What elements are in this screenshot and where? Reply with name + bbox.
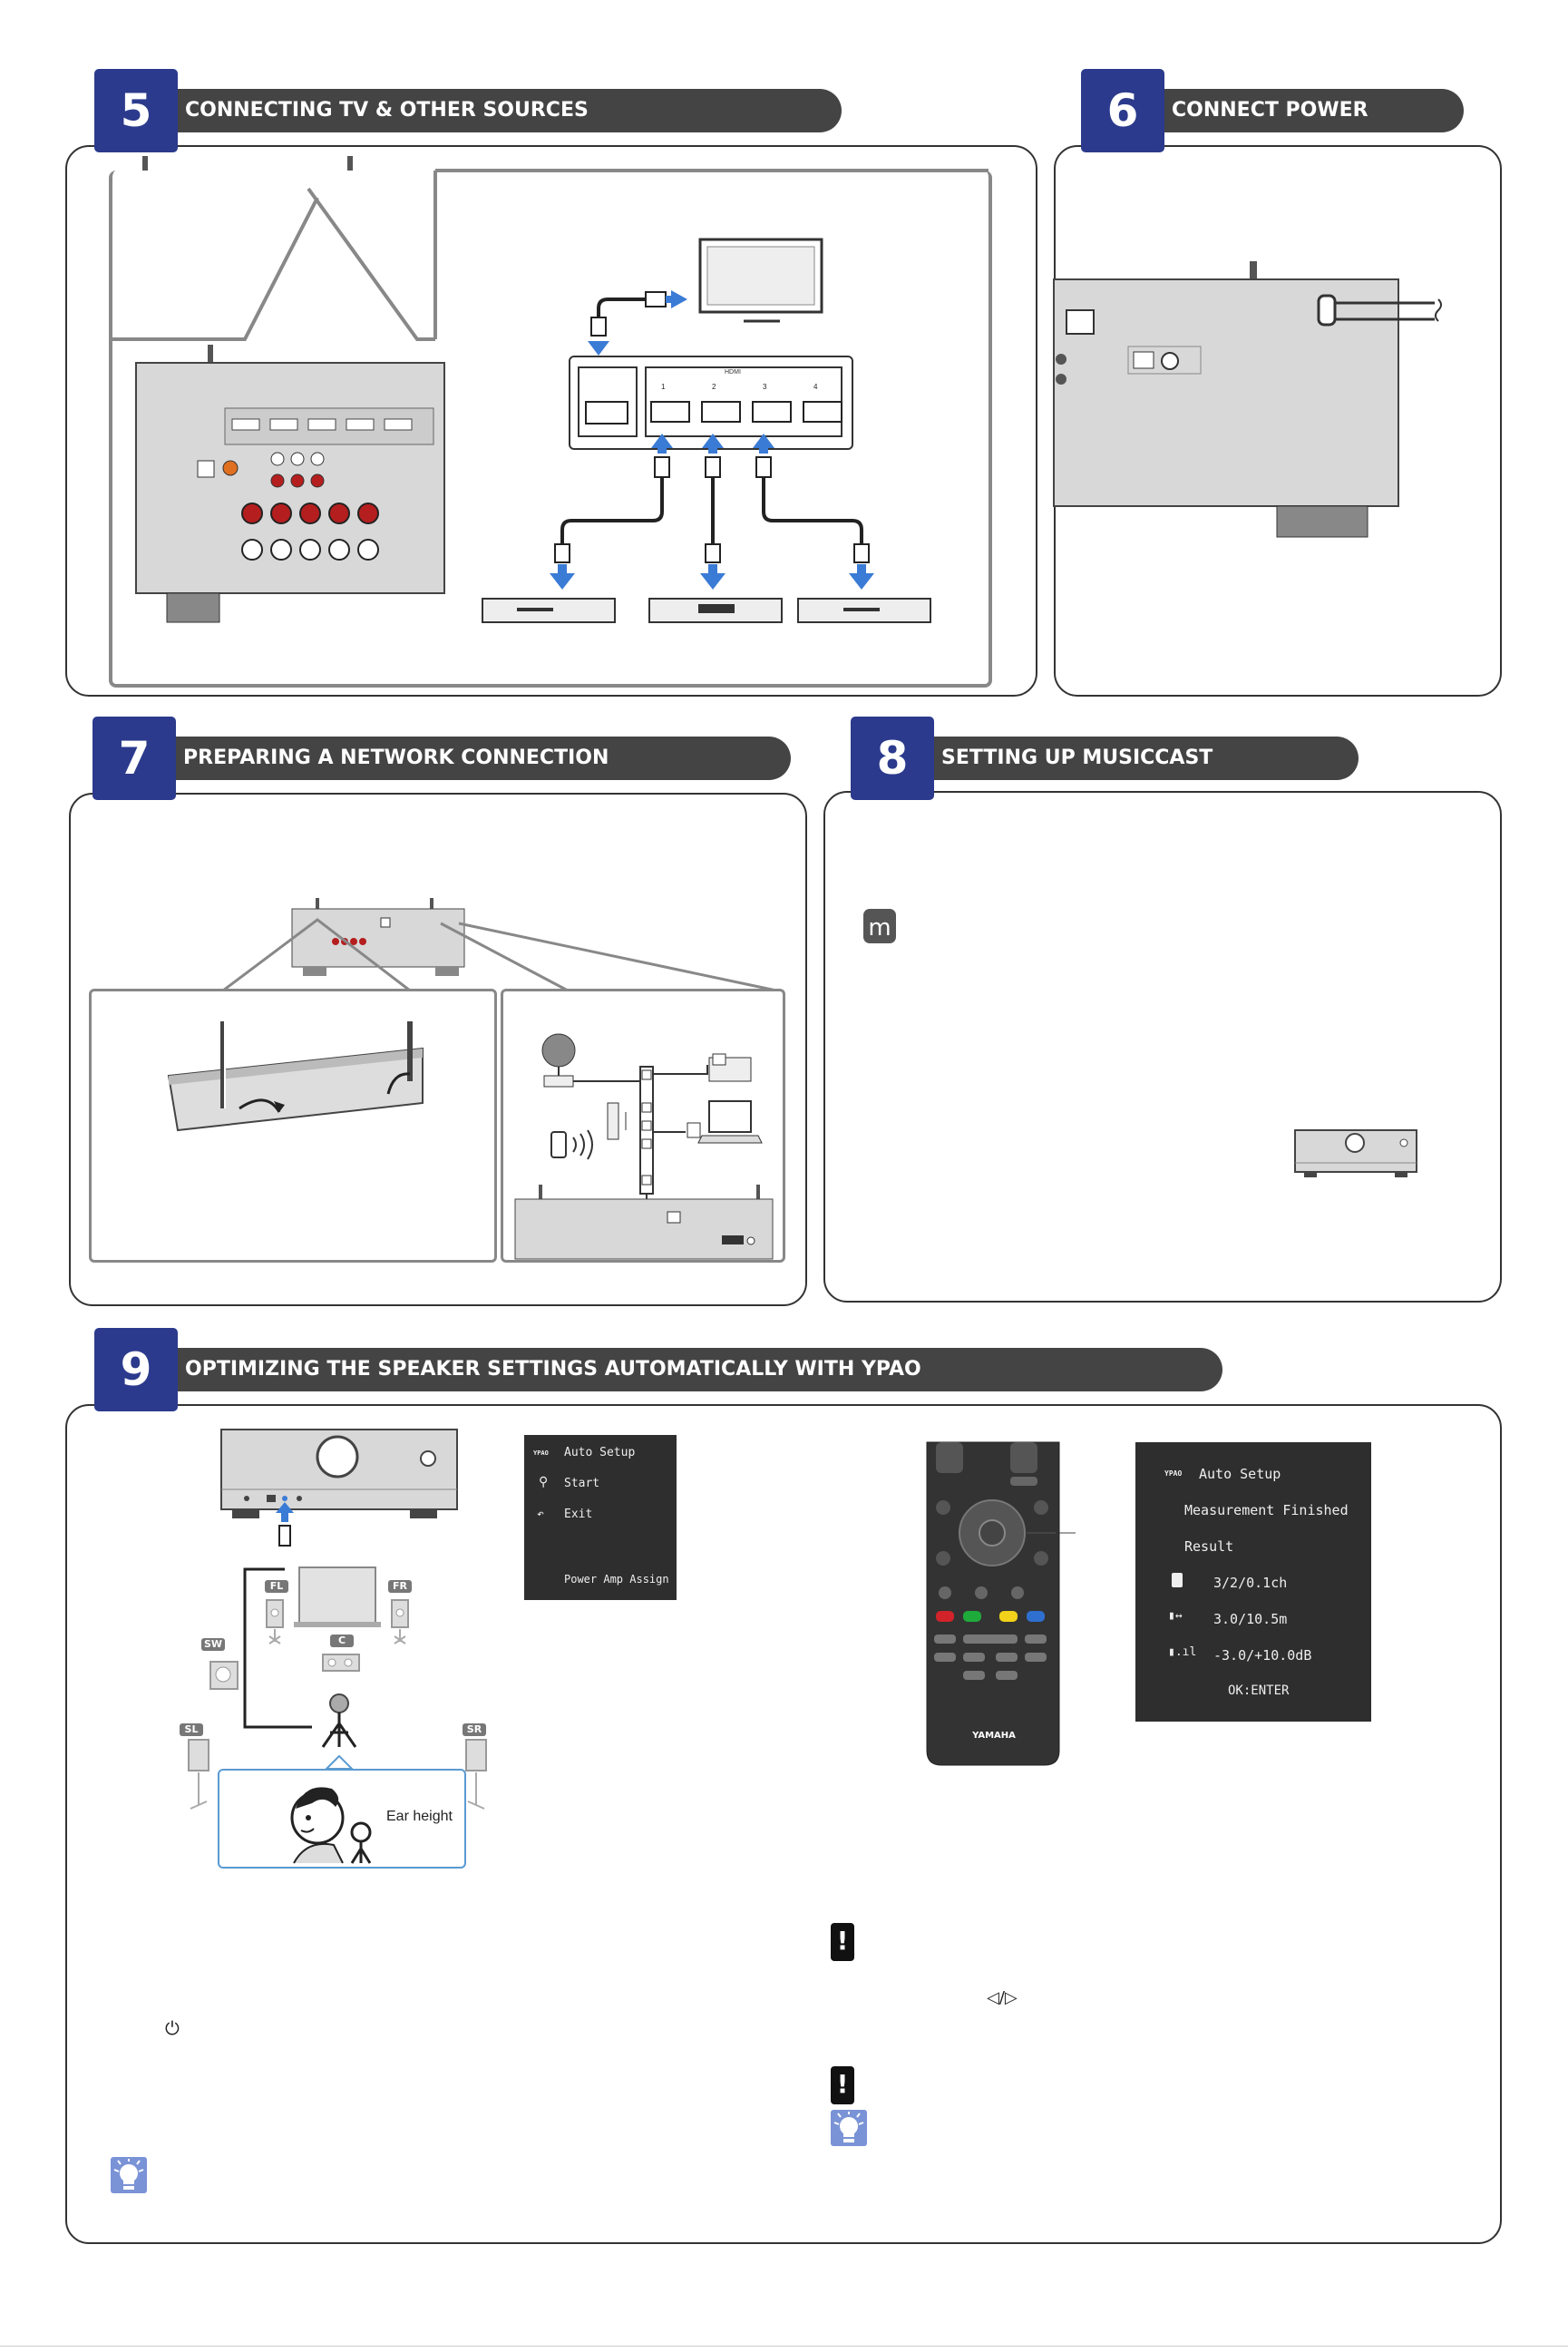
ok-enter-prompt[interactable]: OK:ENTER	[1228, 1683, 1290, 1698]
auto-setup-title: Auto Setup	[564, 1446, 636, 1459]
receiver-rear-network-zoom	[514, 1185, 774, 1260]
hdmi-port-2-label: 2	[712, 383, 716, 391]
speaker-icon	[1172, 1573, 1183, 1587]
ear-height-callout: Ear height	[218, 1769, 466, 1869]
speaker-badge-fl: FL	[265, 1580, 288, 1593]
hdmi-panel: HDMI 1 2 3 4	[569, 356, 853, 450]
section-9-number: 9	[94, 1328, 178, 1411]
listener-head-icon	[290, 1787, 372, 1864]
exit-item[interactable]: Exit	[564, 1508, 593, 1521]
receiver-front-small	[1294, 1129, 1417, 1177]
section-7-number: 7	[93, 717, 176, 800]
measurement-finished-text: Measurement Finished	[1184, 1502, 1349, 1518]
start-item[interactable]: Start	[564, 1477, 600, 1490]
power-icon: ⏻	[165, 2017, 180, 2039]
distance-value: 3.0/10.5m	[1213, 1611, 1288, 1627]
hdmi-port-3-label: 3	[763, 383, 767, 391]
back-icon: ↶	[537, 1508, 544, 1521]
level-icon: ▮.ıl	[1168, 1645, 1197, 1659]
section-7-title: PREPARING A NETWORK CONNECTION	[170, 737, 791, 780]
musiccast-app-icon: m	[863, 909, 896, 943]
section-5-title: CONNECTING TV & OTHER SOURCES	[172, 89, 842, 132]
level-value: -3.0/+10.0dB	[1213, 1647, 1312, 1664]
speaker-badge-c: C	[330, 1635, 354, 1647]
receiver-front-mic	[220, 1429, 458, 1547]
ypao-result-logo: YPAO	[1164, 1469, 1183, 1478]
section-9-title: OPTIMIZING THE SPEAKER SETTINGS AUTOMATI…	[172, 1348, 1222, 1391]
hdmi-cable-to-tv	[588, 290, 687, 356]
remote-brand-label: YAMAHA	[972, 1731, 1016, 1741]
section-8-number: 8	[851, 717, 934, 800]
speaker-badge-sl: SL	[180, 1723, 203, 1736]
section-5-number: 5	[94, 69, 178, 152]
tip-icon	[831, 2110, 867, 2146]
section-8-title: SETTING UP MUSICCAST	[929, 737, 1359, 780]
auto-setup-result-title: Auto Setup	[1199, 1466, 1281, 1482]
ypao-start-screen: YPAO Auto Setup ⚲ Start ↶ Exit Power Amp…	[524, 1435, 677, 1600]
caution-icon-2: !	[831, 2066, 854, 2104]
section-6-number: 6	[1081, 69, 1164, 152]
result-heading: Result	[1184, 1538, 1234, 1555]
left-right-arrows-icon: ◁/▷	[987, 1988, 1018, 2007]
section-8-panel	[823, 791, 1502, 1303]
tip-icon-2	[111, 2157, 147, 2193]
remote-control	[926, 1441, 1076, 1766]
page-bottom-rule	[0, 2346, 1568, 2347]
distance-icon: ▮↔	[1168, 1609, 1183, 1623]
speaker-badge-fr: FR	[388, 1580, 412, 1593]
hdmi-label: HDMI	[725, 369, 741, 376]
hdmi-port-1-label: 1	[661, 383, 666, 391]
caution-icon: !	[831, 1923, 854, 1961]
hdmi-port-4-label: 4	[813, 383, 818, 391]
search-icon: ⚲	[539, 1475, 549, 1489]
speaker-layout	[188, 1566, 487, 1810]
ypao-result-screen: YPAO Auto Setup Measurement Finished Res…	[1135, 1442, 1371, 1722]
channels-value: 3/2/0.1ch	[1213, 1575, 1288, 1591]
section-6-title: CONNECT POWER	[1159, 89, 1464, 132]
power-amp-assign-item[interactable]: Power Amp Assign	[564, 1573, 669, 1586]
hdmi-source-cables	[482, 434, 931, 623]
tv-icon	[698, 238, 823, 323]
zoom-callout-lines	[109, 169, 989, 341]
network-callout-lines	[222, 918, 777, 992]
antenna-raise-diagram	[167, 1021, 424, 1132]
receiver-rear-zoomed	[135, 345, 445, 623]
wireless-antenna-frame	[89, 989, 497, 1263]
power-cord-diagram	[1053, 261, 1442, 538]
ear-height-label: Ear height	[386, 1809, 453, 1824]
speaker-badge-sw: SW	[201, 1638, 225, 1651]
ypao-logo: YPAO	[533, 1449, 549, 1457]
speaker-badge-sr: SR	[463, 1723, 486, 1736]
